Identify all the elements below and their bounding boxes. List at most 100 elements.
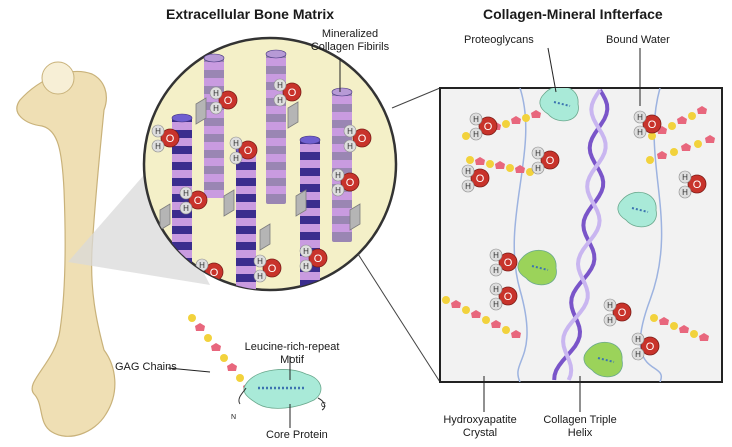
svg-text:H: H [635,350,641,359]
water-molecule-icon: OHH [469,112,498,141]
label-core-protein: Core Protein [266,429,328,441]
svg-text:H: H [183,189,189,198]
water-molecule-icon: OHH [631,332,660,361]
label-lrr-line1: Leucine-rich-repeat [244,341,340,353]
svg-text:O: O [484,121,493,133]
svg-text:O: O [358,133,367,145]
femur-shaft [16,70,116,437]
svg-text:O: O [244,145,253,157]
gag-callout-line [167,367,211,373]
femur-bone [16,61,116,437]
svg-text:H: H [277,81,283,90]
svg-text:O: O [268,263,277,275]
femoral-head [41,61,75,95]
label-gag-chains: GAG Chains [115,361,177,373]
label-proteoglycans: Proteoglycans [464,34,534,46]
proteoglycan-callout-line [547,47,557,93]
svg-text:O: O [693,179,702,191]
collagen-helix-strand [552,88,610,381]
hydroxyapatite-crystal-icon [349,203,361,231]
gag-chain-icon [650,314,709,341]
gag-chain-icon [442,296,521,338]
label-collagen-line2: Helix [567,427,593,439]
hydroxyapatite-crystal-icon [259,223,271,251]
water-molecule-icon: OHH [299,244,328,273]
svg-text:H: H [213,104,219,113]
water-molecule-icon: OHH [678,170,707,199]
label-lrr-line2: Motif [280,354,304,366]
svg-text:H: H [637,113,643,122]
svg-text:H: H [277,96,283,105]
title-collagen-mineral-interface: Collagen-Mineral Infterface [483,6,663,22]
svg-text:H: H [213,89,219,98]
gag-chain-icon [646,135,715,164]
svg-text:O: O [648,119,657,131]
svg-text:H: H [233,139,239,148]
label-leucine-rich-repeat-motif: Leucine-rich-repeat Motif [236,341,348,367]
svg-text:H: H [347,127,353,136]
hydroxyapatite-crystal-icon [195,97,207,125]
label-bound-water: Bound Water [606,34,670,46]
svg-text:H: H [535,164,541,173]
svg-text:H: H [183,204,189,213]
svg-text:H: H [465,182,471,191]
svg-text:H: H [303,247,309,256]
svg-text:H: H [257,257,263,266]
svg-text:H: H [493,285,499,294]
small-proteoglycan-diagram [238,369,326,411]
panel-connector-bottom [357,253,441,383]
svg-text:O: O [504,291,513,303]
collagen-helix-strand [561,88,608,381]
svg-text:H: H [493,251,499,260]
svg-text:O: O [504,257,513,269]
label-c-terminus: C [321,402,327,409]
svg-text:H: H [473,130,479,139]
svg-text:O: O [288,87,297,99]
label-collagen-line1: Collagen Triple [543,414,617,426]
svg-text:H: H [493,266,499,275]
svg-text:O: O [476,173,485,185]
collagen-fibril [235,145,257,290]
water-molecule-icon: OHH [461,164,490,193]
svg-text:H: H [682,188,688,197]
water-molecule-icon: OHH [489,282,518,311]
label-mineralized-collagen-fibrils: Mineralized Collagen Fibirils [300,28,400,54]
hydroxyapatite-crystal-icon [295,189,307,217]
water-molecule-icon: OHH [489,248,518,277]
svg-text:O: O [346,177,355,189]
svg-text:H: H [335,171,341,180]
svg-text:H: H [199,261,205,270]
svg-text:H: H [493,300,499,309]
label-collagen-triple-helix: Collagen Triple Helix [530,414,630,440]
water-molecule-icon: OHH [273,78,302,107]
svg-text:H: H [682,173,688,182]
svg-text:O: O [194,195,203,207]
water-molecule-icon: OHH [603,298,632,327]
svg-text:H: H [155,142,161,151]
label-mineralized-line2: Collagen Fibirils [310,41,390,53]
hydroxyapatite-crystal-icon [223,189,235,217]
water-molecule-icon: OHH [531,146,560,175]
svg-text:H: H [607,316,613,325]
svg-text:H: H [607,301,613,310]
proteoglycan-core-icon [539,88,579,122]
water-molecule-icon: OHH [229,136,258,165]
collagen-fibril [331,87,353,242]
svg-text:H: H [303,262,309,271]
zoom-callout-wedge [68,168,210,285]
svg-text:O: O [618,307,627,319]
label-hydroxyapatite-line2: Crystal [462,427,498,439]
panel-connector-top [391,87,441,109]
crystal-boundary-line [513,88,528,382]
svg-text:H: H [155,127,161,136]
svg-text:O: O [224,95,233,107]
water-molecule-icon: OHH [179,186,208,215]
svg-text:H: H [335,186,341,195]
water-molecule-icon: OHH [343,124,372,153]
label-hydroxyapatite-line1: Hydroxyapatite [443,414,517,426]
svg-text:H: H [347,142,353,151]
